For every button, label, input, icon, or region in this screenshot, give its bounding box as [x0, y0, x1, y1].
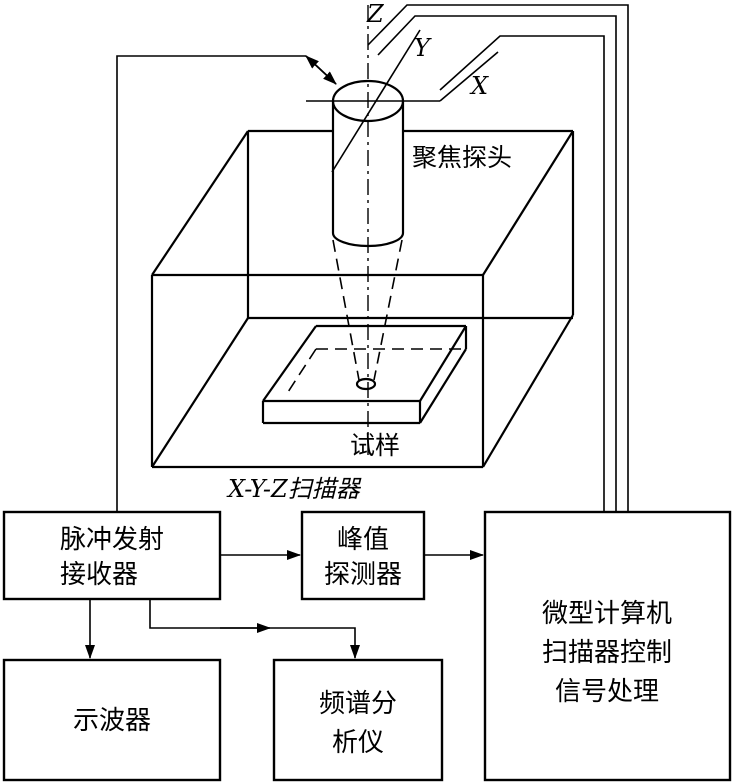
focal-spot: [355, 377, 377, 391]
xyz-axes: [306, 5, 499, 455]
pulser-receiver-box: [2, 510, 222, 601]
sample-label: 试样: [350, 431, 400, 460]
computer-label-line1: 微型计算机: [542, 599, 672, 629]
probe-label: 聚焦探头: [412, 143, 512, 172]
oscilloscope-label: 示波器: [73, 706, 151, 736]
peak-label-line2: 探测器: [324, 560, 402, 590]
peak-detector-box: [300, 510, 426, 601]
oscilloscope-box: [2, 658, 222, 782]
x-axis-label: X: [469, 72, 489, 100]
computer-label-line3: 信号处理: [555, 677, 659, 707]
focus-beam: [332, 239, 403, 381]
computer-label-line2: 扫描器控制: [542, 638, 672, 668]
spectrum-label-line1: 频谱分: [319, 689, 397, 719]
scanner-cables: [367, 4, 629, 512]
scanner-tank: [150, 129, 575, 469]
peak-label-line1: 峰值: [337, 525, 389, 555]
microcomputer-box: [483, 510, 732, 782]
scanner-label: X-Y-Z扫描器: [226, 475, 362, 503]
spectrum-label-line2: 析仪: [332, 728, 384, 758]
y-axis-label: Y: [414, 34, 432, 62]
pulser-label-line1: 脉冲发射: [60, 525, 164, 555]
z-axis-label: Z: [366, 0, 385, 28]
pulser-label-line2: 接收器: [60, 560, 138, 590]
spectrum-analyzer-box: [272, 658, 444, 782]
signal-arrows: [85, 550, 484, 659]
pulser-cable: [116, 55, 337, 512]
sample-plate: [261, 324, 468, 425]
